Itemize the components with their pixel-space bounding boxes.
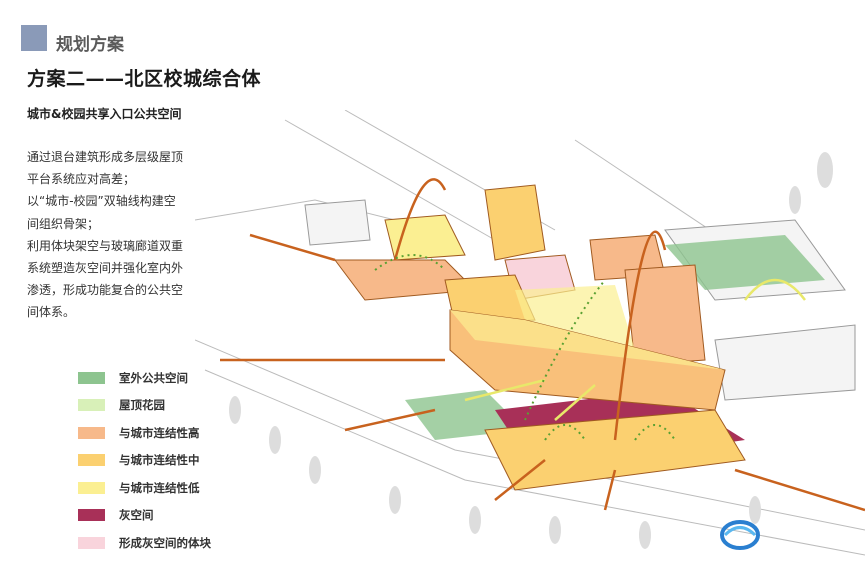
legend-item: 形成灰空间的体块 bbox=[78, 529, 211, 557]
legend-label: 形成灰空间的体块 bbox=[119, 535, 211, 550]
legend-swatch bbox=[78, 426, 105, 439]
description-line: 以“城市-校园”双轴线构建空 bbox=[27, 194, 176, 209]
description-line: 间组织骨架； bbox=[27, 216, 100, 231]
axonometric-diagram bbox=[195, 110, 865, 556]
description-line: 渗透，形成功能复合的公共空 bbox=[27, 283, 184, 298]
legend-label: 室外公共空间 bbox=[119, 370, 188, 385]
legend-label: 与城市连结性中 bbox=[119, 453, 200, 468]
description-line: 利用体块架空与玻璃廊道双重 bbox=[27, 238, 184, 253]
legend-item: 与城市连结性中 bbox=[78, 447, 211, 475]
description-line: 系统塑造灰空间并强化室内外 bbox=[27, 261, 184, 276]
page-title: 方案二——北区校城综合体 bbox=[27, 68, 262, 90]
legend-swatch bbox=[78, 509, 105, 522]
description-line: 通过退台建筑形成多层级屋顶 bbox=[27, 150, 184, 164]
outdoor-public-space bbox=[405, 390, 525, 440]
legend-swatch bbox=[78, 399, 105, 412]
podium-mid bbox=[484, 409, 746, 491]
main-bridge-roof bbox=[450, 310, 725, 370]
green-paths bbox=[374, 254, 676, 441]
connection-arrows bbox=[220, 178, 865, 512]
legend-label: 与城市连结性高 bbox=[119, 425, 200, 440]
legend-label: 与城市连结性低 bbox=[119, 480, 200, 495]
legend-swatch bbox=[78, 481, 105, 494]
legend: 室外公共空间 屋顶花园 与城市连结性高 与城市连结性中 与城市连结性低 灰空间 … bbox=[78, 364, 211, 557]
legend-label: 屋顶花园 bbox=[119, 398, 165, 413]
legend-swatch bbox=[78, 454, 105, 467]
legend-item: 室外公共空间 bbox=[78, 364, 211, 392]
tower-mid bbox=[484, 184, 546, 261]
legend-label: 灰空间 bbox=[119, 508, 154, 523]
trees bbox=[229, 152, 833, 549]
section-marker bbox=[21, 25, 47, 51]
legend-item: 屋顶花园 bbox=[78, 392, 211, 420]
description: 通过退台建筑形成多层级屋顶 平台系统应对高差； 以“城市-校园”双轴线构建空 间… bbox=[27, 146, 197, 324]
description-line: 间体系。 bbox=[27, 305, 76, 320]
description-line: 平台系统应对高差； bbox=[27, 172, 136, 187]
low-connection-arrows bbox=[464, 278, 806, 421]
legend-swatch bbox=[78, 536, 105, 549]
outdoor-public-space bbox=[665, 235, 825, 290]
legend-item: 与城市连结性低 bbox=[78, 474, 211, 502]
legend-item: 与城市连结性高 bbox=[78, 419, 211, 447]
page-subtitle: 城市&校园共享入口公共空间 bbox=[27, 107, 182, 121]
legend-swatch bbox=[78, 371, 105, 384]
watermark-logo bbox=[720, 520, 760, 550]
legend-item: 灰空间 bbox=[78, 502, 211, 530]
section-title: 规划方案 bbox=[56, 35, 124, 55]
tower-high bbox=[624, 264, 706, 366]
